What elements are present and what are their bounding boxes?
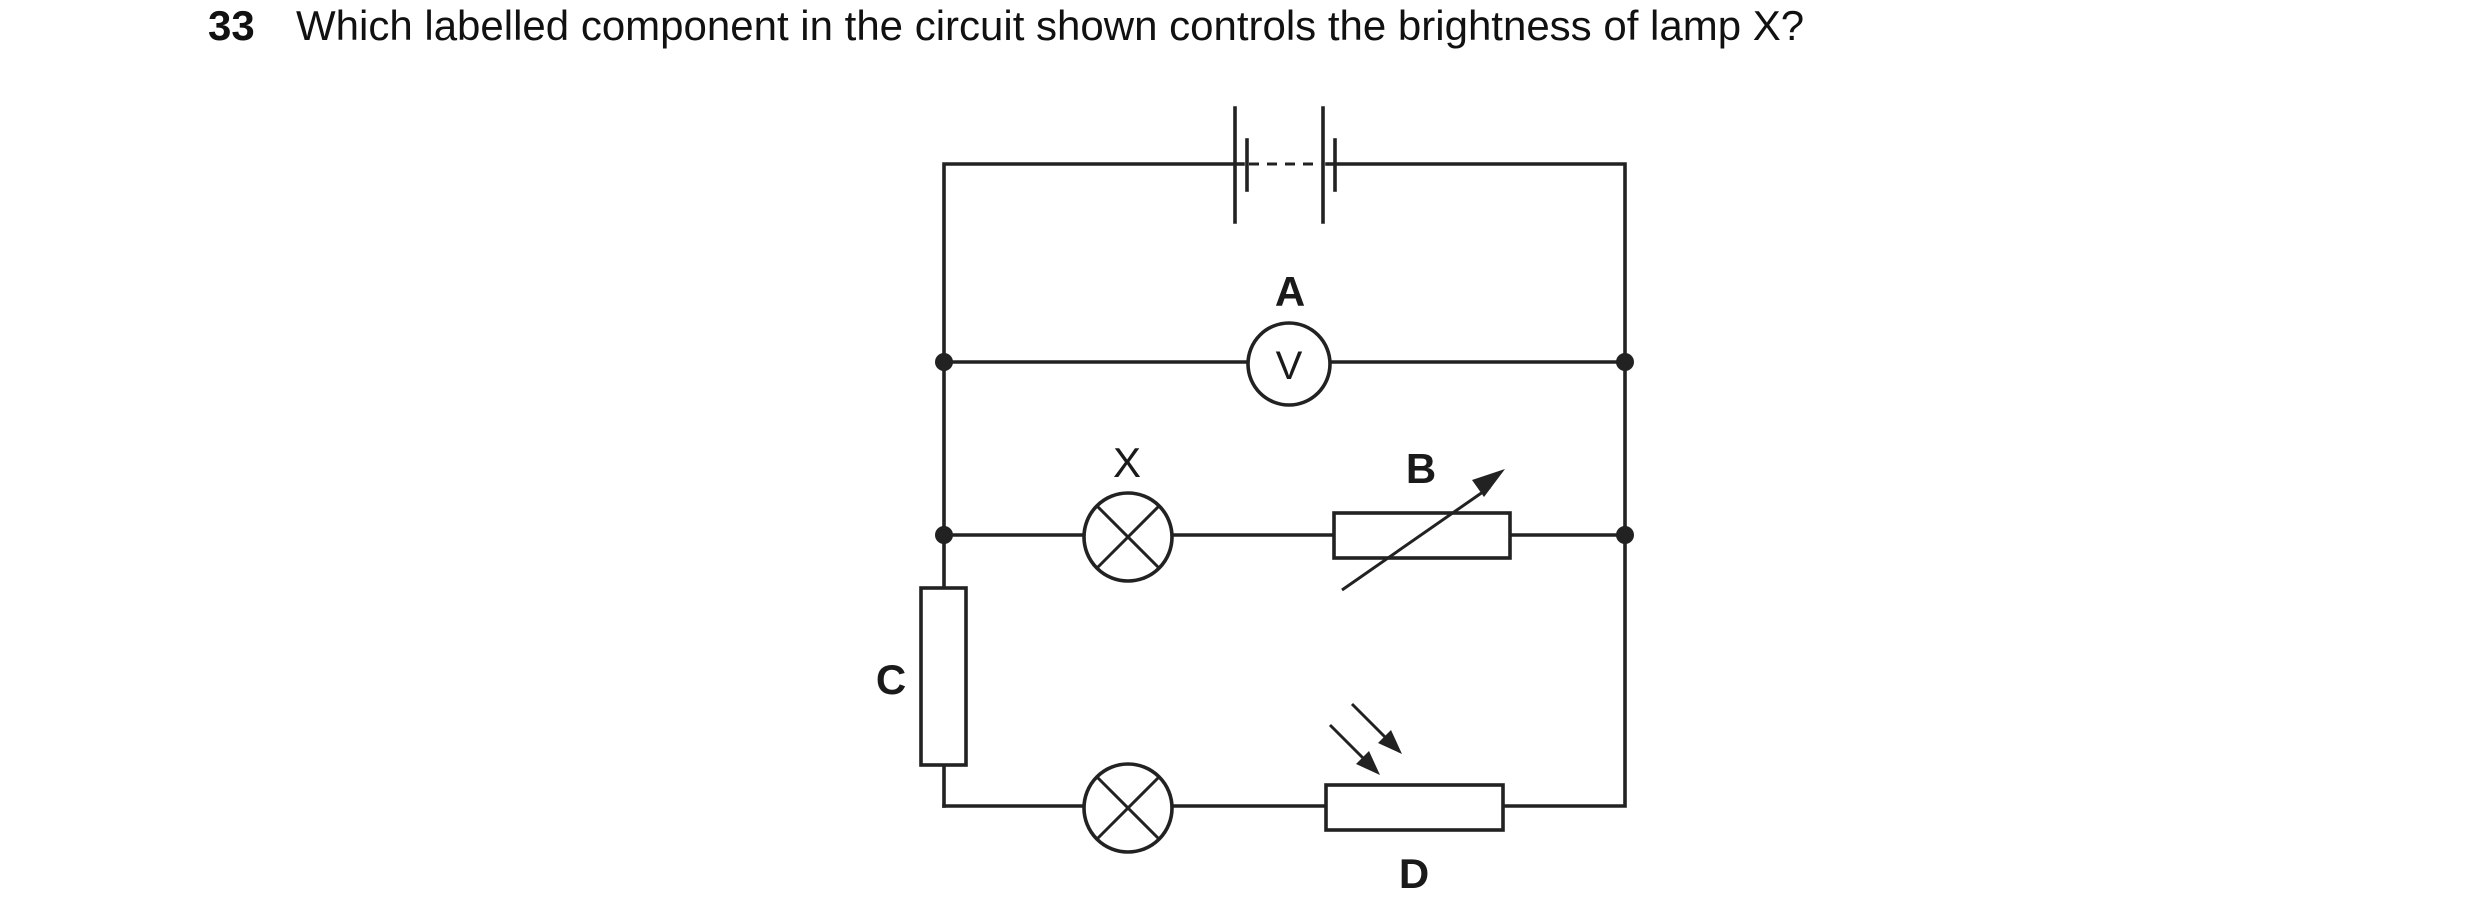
label-b: B: [1406, 445, 1436, 492]
label-a: A: [1275, 268, 1305, 315]
lamp-bottom-icon: [1082, 762, 1174, 854]
junction-dots: [935, 353, 1634, 544]
voltmeter-icon: [1246, 321, 1332, 407]
outer-wires: [942, 162, 1627, 808]
bottom-branch: C D: [876, 533, 1505, 897]
lamp-x-branch: X B: [942, 439, 1627, 592]
voltmeter-branch: V A: [942, 268, 1627, 407]
question-number: 33: [208, 2, 255, 49]
label-x: X: [1113, 439, 1141, 486]
ldr-icon: [1324, 702, 1505, 832]
lamp-x-icon: [1082, 491, 1174, 583]
resistor-c-icon: [919, 586, 968, 767]
voltmeter-symbol: V: [1276, 344, 1303, 388]
question-text: Which labelled component in the circuit …: [296, 2, 1805, 49]
variable-resistor-icon: [1332, 469, 1512, 592]
label-d: D: [1399, 850, 1429, 897]
battery-icon: [1233, 106, 1337, 224]
label-c: C: [876, 656, 906, 703]
